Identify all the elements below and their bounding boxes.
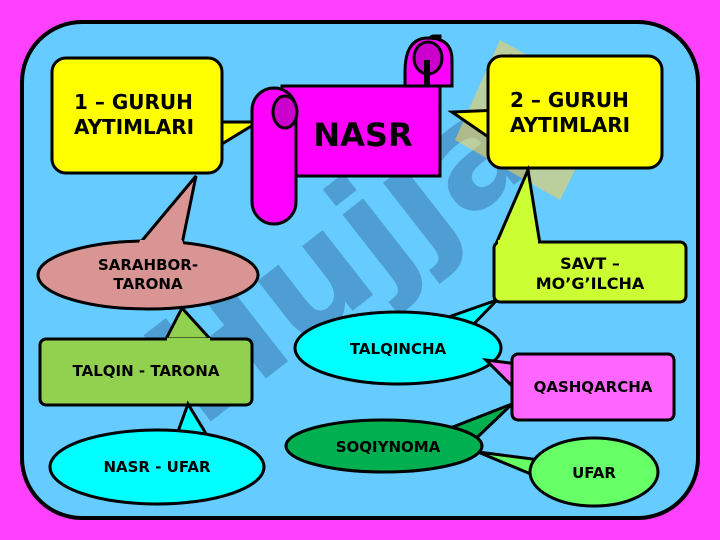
qashqarcha-box xyxy=(481,352,676,422)
nasr-ufar-label: NASR - UFAR xyxy=(103,458,211,476)
ufar-bubble xyxy=(477,436,660,508)
talqin-tarona-label: TALQIN - TARONA xyxy=(72,362,220,380)
nasr-scroll xyxy=(250,34,454,226)
group-1-callout xyxy=(50,56,264,175)
soqiynoma-label: SOQIYNOMA xyxy=(335,438,441,456)
ufar-label: UFAR xyxy=(572,464,616,482)
savt-box xyxy=(492,164,688,304)
sarahbor-label: SARAHBOR- TARONA xyxy=(97,256,199,293)
talqincha-label: TALQINCHA xyxy=(349,340,447,358)
qashqarcha-label: QASHQARCHA xyxy=(533,378,653,396)
talqin-tarona-box xyxy=(38,305,254,407)
group-1-label: 1 – GURUH AYTIMLARI xyxy=(74,90,195,139)
talqincha-bubble xyxy=(293,298,503,386)
sarahbor-bubble xyxy=(36,175,260,311)
savt-label: SAVT – MO’G’ILCHA xyxy=(535,254,645,293)
soqiynoma-bubble xyxy=(284,402,514,474)
nasr-ufar-bubble xyxy=(48,400,266,506)
group-2-callout xyxy=(447,54,664,170)
group-2-label: 2 – GURUH AYTIMLARI xyxy=(510,88,631,137)
center-label: NASR xyxy=(313,116,413,154)
